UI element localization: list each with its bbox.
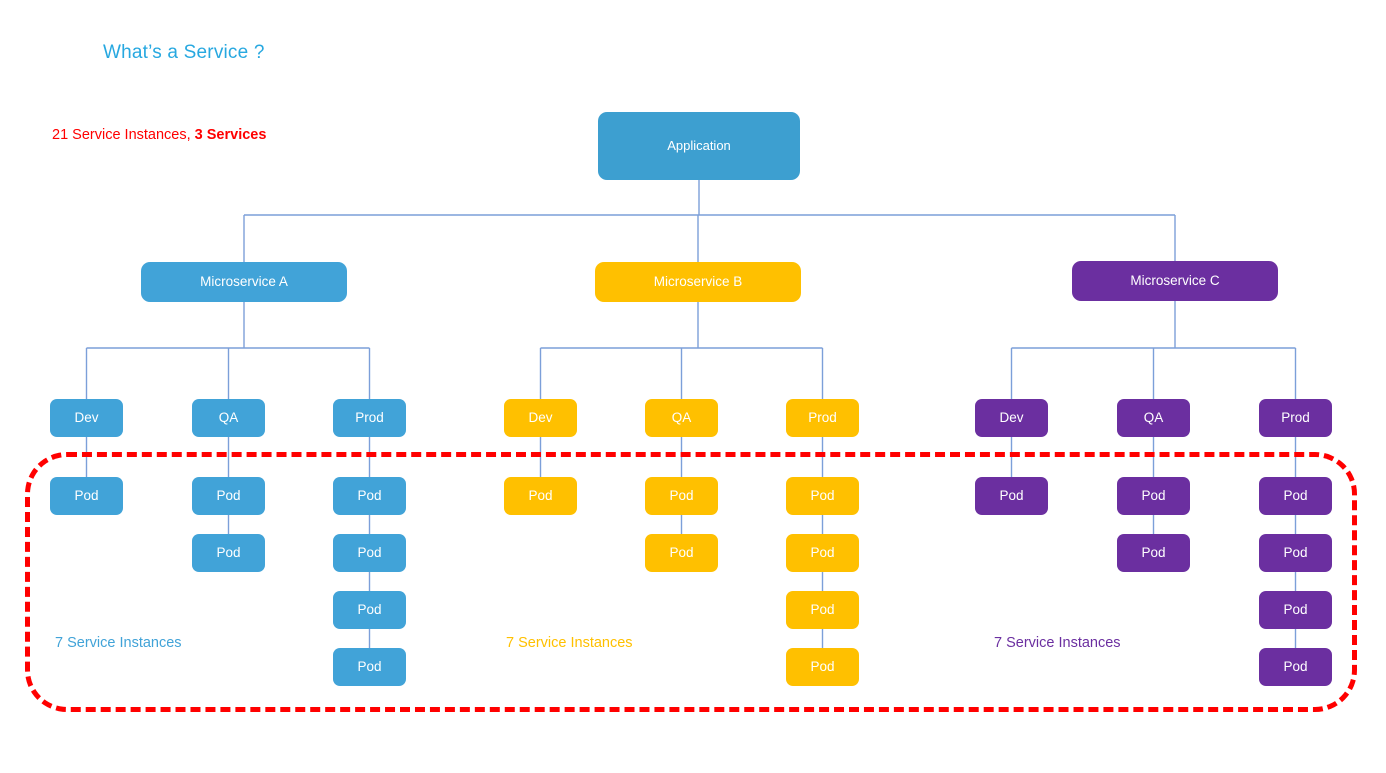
summary-prefix: 21 Service Instances, xyxy=(52,127,195,143)
env-node-prod-label: Prod xyxy=(1281,409,1310,425)
pod-node[interactable]: Pod xyxy=(645,534,718,572)
env-node-prod[interactable]: Prod xyxy=(333,399,406,437)
pod-node[interactable]: Pod xyxy=(50,477,123,515)
pod-node[interactable]: Pod xyxy=(786,591,859,629)
env-node-dev[interactable]: Dev xyxy=(975,399,1048,437)
pod-node-label: Pod xyxy=(216,544,241,560)
pod-node-label: Pod xyxy=(74,487,99,503)
summary-emphasis: 3 Services xyxy=(194,127,267,143)
microservice-node-a[interactable]: Microservice A xyxy=(141,262,347,302)
pod-node[interactable]: Pod xyxy=(786,477,859,515)
pod-node-label: Pod xyxy=(669,544,694,560)
env-node-prod-label: Prod xyxy=(355,409,384,425)
env-node-qa-label: QA xyxy=(671,409,692,425)
env-node-qa[interactable]: QA xyxy=(192,399,265,437)
env-node-prod[interactable]: Prod xyxy=(786,399,859,437)
pod-node[interactable]: Pod xyxy=(1259,534,1332,572)
pod-node[interactable]: Pod xyxy=(333,477,406,515)
pod-node-label: Pod xyxy=(669,487,694,503)
env-node-dev-label: Dev xyxy=(74,409,99,425)
pod-node-label: Pod xyxy=(1283,658,1308,674)
pod-node[interactable]: Pod xyxy=(1259,648,1332,686)
pod-node[interactable]: Pod xyxy=(333,648,406,686)
pod-node[interactable]: Pod xyxy=(786,648,859,686)
microservice-node-c[interactable]: Microservice C xyxy=(1072,261,1278,301)
env-node-dev-label: Dev xyxy=(999,409,1024,425)
pod-node[interactable]: Pod xyxy=(1259,591,1332,629)
summary-caption: 21 Service Instances, 3 Services xyxy=(52,127,266,143)
pod-node[interactable]: Pod xyxy=(786,534,859,572)
pod-node-label: Pod xyxy=(810,544,835,560)
pod-node[interactable]: Pod xyxy=(1117,477,1190,515)
application-node-label: Application xyxy=(667,137,731,153)
pod-node[interactable]: Pod xyxy=(192,534,265,572)
pod-node-label: Pod xyxy=(1141,487,1166,503)
env-node-dev-label: Dev xyxy=(528,409,553,425)
env-node-qa-label: QA xyxy=(1143,409,1164,425)
service-instances-label: 7 Service Instances xyxy=(506,635,633,651)
application-node[interactable]: Application xyxy=(598,112,800,180)
pod-node[interactable]: Pod xyxy=(333,591,406,629)
env-node-prod-label: Prod xyxy=(808,409,837,425)
pod-node-label: Pod xyxy=(1283,601,1308,617)
env-node-qa[interactable]: QA xyxy=(1117,399,1190,437)
pod-node-label: Pod xyxy=(357,658,382,674)
pod-node-label: Pod xyxy=(528,487,553,503)
microservice-node-c-label: Microservice C xyxy=(1130,272,1220,288)
pod-node[interactable]: Pod xyxy=(333,534,406,572)
env-node-qa[interactable]: QA xyxy=(645,399,718,437)
pod-node-label: Pod xyxy=(357,487,382,503)
pod-node-label: Pod xyxy=(810,658,835,674)
pod-node[interactable]: Pod xyxy=(192,477,265,515)
pod-node-label: Pod xyxy=(1283,487,1308,503)
pod-node[interactable]: Pod xyxy=(975,477,1048,515)
page-title: What’s a Service ? xyxy=(103,42,265,63)
pod-node-label: Pod xyxy=(357,601,382,617)
service-instances-label: 7 Service Instances xyxy=(994,635,1121,651)
microservice-node-b-label: Microservice B xyxy=(653,273,743,289)
pod-node-label: Pod xyxy=(357,544,382,560)
pod-node-label: Pod xyxy=(1283,544,1308,560)
pod-node[interactable]: Pod xyxy=(645,477,718,515)
env-node-prod[interactable]: Prod xyxy=(1259,399,1332,437)
pod-node-label: Pod xyxy=(810,601,835,617)
pod-node-label: Pod xyxy=(810,487,835,503)
pod-node[interactable]: Pod xyxy=(504,477,577,515)
microservice-node-a-label: Microservice A xyxy=(200,273,288,289)
env-node-qa-label: QA xyxy=(218,409,239,425)
pod-node[interactable]: Pod xyxy=(1117,534,1190,572)
service-instances-label: 7 Service Instances xyxy=(55,635,182,651)
pod-node-label: Pod xyxy=(999,487,1024,503)
env-node-dev[interactable]: Dev xyxy=(50,399,123,437)
pod-node-label: Pod xyxy=(1141,544,1166,560)
env-node-dev[interactable]: Dev xyxy=(504,399,577,437)
pod-node-label: Pod xyxy=(216,487,241,503)
pod-node[interactable]: Pod xyxy=(1259,477,1332,515)
microservice-node-b[interactable]: Microservice B xyxy=(595,262,801,302)
